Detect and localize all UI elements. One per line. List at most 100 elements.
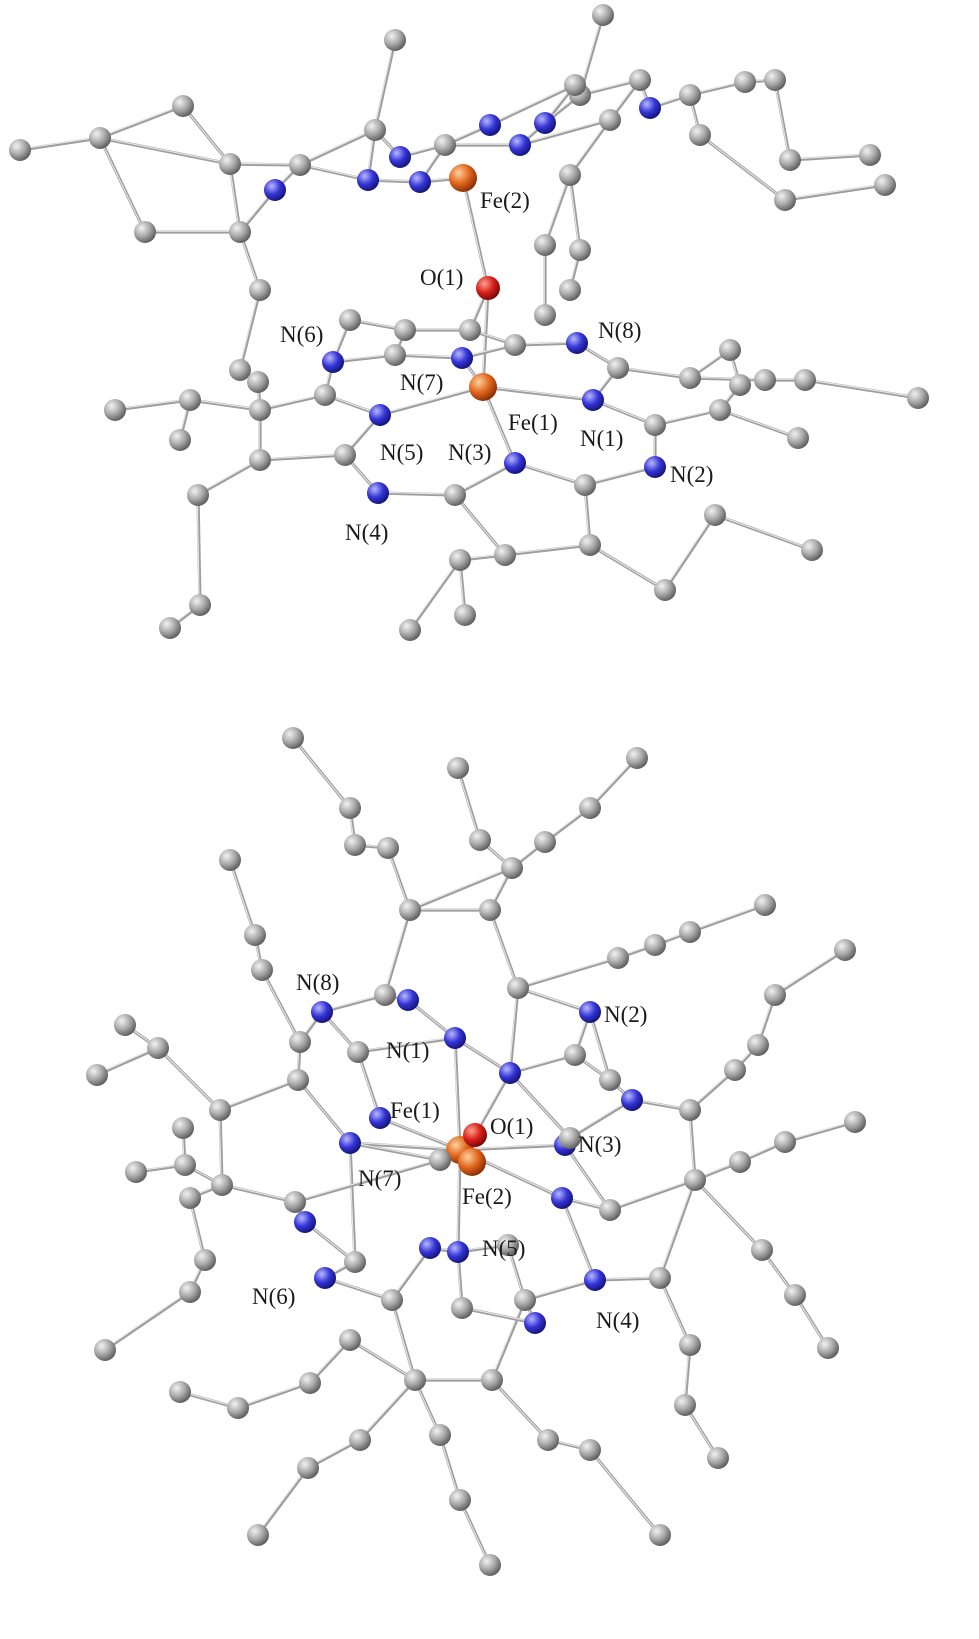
top-bond xyxy=(458,1143,565,1150)
side-atom-c xyxy=(704,504,726,526)
side-atom-c xyxy=(534,304,556,326)
top-atom-c xyxy=(289,1031,311,1053)
side-bond xyxy=(481,286,488,387)
side-bond xyxy=(18,136,102,152)
side-bond xyxy=(788,153,872,162)
top-atom-fe xyxy=(458,1148,486,1176)
side-bond xyxy=(298,163,370,182)
top-bond xyxy=(348,1141,440,1160)
top-atom-c xyxy=(644,934,666,956)
side-bond xyxy=(393,353,464,360)
top-bond xyxy=(516,956,620,990)
side-bond xyxy=(488,83,577,127)
top-atom-c xyxy=(377,837,399,859)
top-atom-n xyxy=(499,1062,521,1084)
side-bond xyxy=(196,493,202,607)
side-atom-c xyxy=(219,153,241,175)
side-atom-n xyxy=(534,112,556,134)
top-bond xyxy=(456,766,480,840)
top-atom-c xyxy=(211,1174,233,1196)
top-atom-c xyxy=(729,1151,751,1173)
top-atom-o xyxy=(463,1123,487,1147)
side-atom-c xyxy=(289,154,311,176)
side-atom-c xyxy=(679,367,701,389)
label-n1: N(1) xyxy=(580,426,623,451)
top-atom-n xyxy=(369,1107,391,1129)
side-bond xyxy=(488,83,575,125)
side-bond xyxy=(228,162,302,167)
top-bond xyxy=(516,986,590,1012)
top-bond xyxy=(688,1108,697,1182)
side-bond xyxy=(568,118,612,177)
top-atom-n xyxy=(524,1312,546,1334)
top-atom-c xyxy=(381,1289,403,1311)
side-atom-n xyxy=(582,389,604,411)
top-atom-c xyxy=(599,1069,621,1091)
top-bond xyxy=(490,1298,525,1380)
side-bond xyxy=(98,136,230,164)
side-bond xyxy=(803,378,918,398)
side-bond xyxy=(568,118,610,175)
side-bond xyxy=(783,183,885,200)
side-bond xyxy=(98,136,232,166)
side-atom-c xyxy=(394,319,416,341)
side-atom-c xyxy=(172,95,194,117)
top-atom-c xyxy=(649,1267,671,1289)
top-atom-c xyxy=(559,1127,581,1149)
side-atom-c xyxy=(334,444,356,466)
top-bond xyxy=(348,1141,462,1152)
label-fe2: Fe(2) xyxy=(462,1184,512,1209)
label-fe1: Fe(1) xyxy=(390,1098,440,1123)
side-atom-c xyxy=(249,399,271,421)
top-atom-c xyxy=(172,1117,194,1139)
top-bond xyxy=(773,948,845,995)
top-atom-c xyxy=(747,1034,769,1056)
top-atom-c xyxy=(344,834,366,856)
top-bond xyxy=(773,948,847,997)
side-atom-fe xyxy=(469,373,497,401)
top-atom-c xyxy=(684,1169,706,1191)
label-n6: N(6) xyxy=(280,322,323,347)
side-bond xyxy=(718,408,798,438)
label-n6: N(6) xyxy=(252,1284,295,1309)
side-atom-fe xyxy=(449,164,477,192)
top-bond xyxy=(220,1183,295,1202)
side-bond xyxy=(503,543,592,557)
side-bond xyxy=(513,461,585,485)
top-atom-c xyxy=(447,757,469,779)
side-atom-n xyxy=(566,332,588,354)
side-bond xyxy=(98,104,183,138)
top-bond xyxy=(228,858,255,935)
side-atom-n xyxy=(369,404,391,426)
top-bond xyxy=(390,1298,415,1380)
side-atom-n xyxy=(504,452,526,474)
top-bond xyxy=(508,1071,570,1138)
top-atom-c xyxy=(817,1337,839,1359)
side-atom-c xyxy=(187,484,209,506)
side-view-labels: Fe(2) O(1) N(6) N(8) N(7) Fe(1) N(1) N(5… xyxy=(280,188,713,545)
top-atom-c xyxy=(564,1044,586,1066)
top-bond xyxy=(560,1196,595,1280)
top-atom-c xyxy=(251,959,273,981)
side-bond xyxy=(773,78,792,162)
side-bond xyxy=(688,376,767,382)
top-atom-c xyxy=(514,1289,536,1311)
side-bond xyxy=(481,385,595,402)
label-n4: N(4) xyxy=(345,520,388,545)
top-bond xyxy=(688,903,765,932)
side-atom-c xyxy=(729,374,751,396)
label-n8: N(8) xyxy=(598,318,641,343)
top-atom-c xyxy=(147,1037,169,1059)
side-atom-c xyxy=(559,164,581,186)
side-atom-c xyxy=(764,69,786,91)
label-n5: N(5) xyxy=(482,1236,525,1261)
side-bond xyxy=(408,558,462,632)
side-atom-n xyxy=(479,114,501,136)
top-atom-c xyxy=(774,1131,796,1153)
top-atom-c xyxy=(94,1339,116,1361)
top-atom-c xyxy=(244,924,266,946)
top-bond xyxy=(453,1036,460,1150)
side-atom-c xyxy=(494,544,516,566)
side-atom-c xyxy=(134,221,156,243)
top-bond xyxy=(293,1158,440,1202)
